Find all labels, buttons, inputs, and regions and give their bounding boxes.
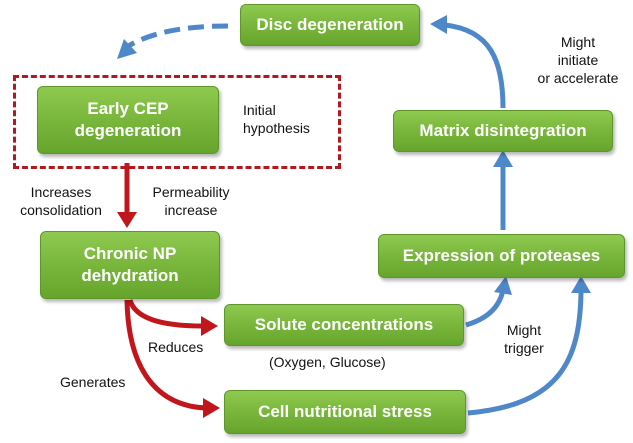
node-matrix-disintegration: Matrix disintegration	[393, 110, 613, 152]
label-initial-hypothesis-line-1: Initial	[243, 102, 276, 118]
node-disc-degeneration: Disc degeneration	[240, 4, 420, 46]
label-might-initiate-line-3: or accelerate	[537, 70, 619, 86]
label-initial-hypothesis: Initial hypothesis	[243, 101, 310, 137]
arrow-np-to-solute	[127, 299, 204, 329]
arrow-matrix-to-disc	[444, 22, 506, 109]
arrow-np-to-stress	[124, 299, 206, 411]
label-might-initiate: Might initiate or accelerate	[526, 33, 630, 87]
node-matrix-disintegration-label: Matrix disintegration	[419, 121, 587, 140]
label-oxygen-glucose-text: (Oxygen, Glucose)	[269, 354, 386, 370]
node-cell-nutritional-stress: Cell nutritional stress	[224, 390, 466, 434]
arrow-stress-to-proteases	[467, 291, 584, 416]
label-oxygen-glucose: (Oxygen, Glucose)	[269, 353, 386, 371]
node-expression-of-proteases: Expression of proteases	[378, 234, 625, 278]
node-chronic-np-label-2: dehydration	[81, 266, 179, 285]
initial-hypothesis-frame	[13, 75, 341, 169]
label-permeability-increase-line-1: Permeability	[152, 184, 230, 200]
node-solute-concentrations-label: Solute concentrations	[254, 315, 434, 334]
node-chronic-np-dehydration: Chronic NP dehydration	[40, 231, 220, 299]
label-might-trigger-line-1: Might	[506, 322, 542, 338]
arrow-solute-to-proteases-head	[494, 276, 512, 295]
label-might-initiate-line-2: initiate	[557, 52, 599, 68]
node-solute-concentrations: Solute concentrations	[224, 304, 464, 346]
arrow-np-to-stress-head	[203, 398, 220, 418]
arrow-cep-to-np-head	[117, 212, 137, 228]
arrow-disc-to-cep	[123, 23, 229, 51]
node-early-cep-label-2: degeneration	[74, 121, 182, 140]
label-reduces: Reduces	[148, 338, 203, 356]
node-early-cep-degeneration: Early CEP degeneration	[37, 86, 219, 154]
label-might-trigger-line-2: trigger	[504, 340, 544, 356]
label-permeability-increase: Permeability increase	[139, 183, 243, 219]
node-expression-of-proteases-label: Expression of proteases	[402, 246, 601, 265]
label-initial-hypothesis-line-2: hypothesis	[243, 120, 310, 136]
arrow-matrix-to-disc-head	[430, 15, 447, 34]
label-might-initiate-line-1: Might	[560, 34, 596, 50]
label-generates: Generates	[60, 373, 125, 391]
label-increases-consolidation-line-2: consolidation	[20, 202, 102, 218]
arrow-solute-to-proteases	[465, 289, 506, 328]
label-might-trigger: Might trigger	[490, 321, 558, 357]
arrow-np-to-solute-head	[201, 316, 218, 336]
label-reduces-text: Reduces	[148, 339, 204, 355]
node-chronic-np-label-1: Chronic NP	[83, 244, 177, 263]
arrow-proteases-to-matrix-head	[493, 150, 513, 167]
label-generates-text: Generates	[60, 374, 126, 390]
arrow-disc-to-cep-head	[117, 39, 137, 59]
node-disc-degeneration-label: Disc degeneration	[256, 15, 404, 34]
arrow-stress-to-proteases-head	[571, 276, 591, 293]
node-cell-nutritional-stress-label: Cell nutritional stress	[258, 402, 432, 421]
node-early-cep-label-1: Early CEP	[87, 99, 169, 118]
label-increases-consolidation-line-1: Increases	[30, 184, 92, 200]
label-permeability-increase-line-2: increase	[164, 202, 218, 218]
label-increases-consolidation: Increases consolidation	[8, 183, 114, 219]
